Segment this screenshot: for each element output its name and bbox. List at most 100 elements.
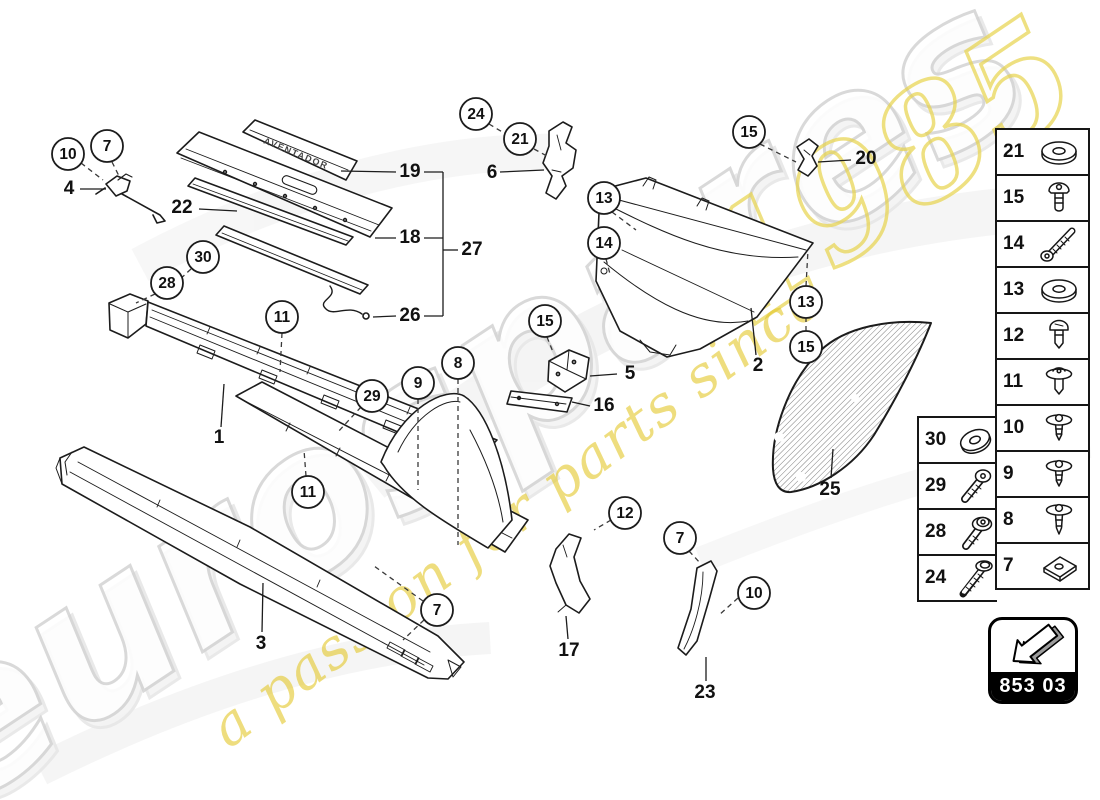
fastener-cell-28[interactable]: 28 [917, 508, 997, 556]
callout-circle [90, 129, 124, 163]
callout-leader-line [303, 449, 307, 477]
part-label-6[interactable]: 6 [487, 162, 498, 183]
fastener-cell-7[interactable]: 7 [995, 542, 1090, 590]
label-leader-line [499, 169, 545, 173]
push-rivet-icon [1030, 407, 1087, 449]
callout-circle [608, 496, 642, 530]
fastener-table-left-column: 30 29 28 24 [917, 416, 997, 602]
label-leader-line [261, 582, 264, 633]
fastener-number: 10 [1003, 417, 1025, 438]
part-label-20[interactable]: 20 [855, 148, 876, 169]
diagram-code: 853 03 [991, 672, 1075, 701]
part-label-18[interactable]: 18 [399, 227, 420, 248]
callout-circle [528, 304, 562, 338]
fastener-cell-10[interactable]: 10 [995, 404, 1090, 452]
callout-leader-line [402, 619, 425, 641]
fastener-cell-12[interactable]: 12 [995, 312, 1090, 360]
callout-21[interactable]: 21 [503, 122, 537, 156]
callout-number: 21 [511, 131, 529, 148]
callout-leader-line [336, 406, 362, 434]
part-label-17[interactable]: 17 [558, 640, 579, 661]
fastener-cell-8[interactable]: 8 [995, 496, 1090, 544]
part-label-26[interactable]: 26 [399, 305, 420, 326]
callout-number: 7 [433, 602, 442, 619]
callout-12[interactable]: 12 [608, 496, 642, 530]
part-label-23[interactable]: 23 [694, 682, 715, 703]
fastener-cell-15[interactable]: 15 [995, 174, 1090, 222]
callout-15[interactable]: 15 [789, 330, 823, 364]
callout-number: 15 [536, 313, 554, 330]
part-label-25[interactable]: 25 [819, 479, 841, 500]
callout-circle [441, 346, 475, 380]
diagram-code-box[interactable]: 853 03 [988, 617, 1078, 704]
screw-pan-icon [952, 465, 998, 507]
part-label-1[interactable]: 1 [214, 427, 225, 448]
fastener-number: 29 [925, 475, 947, 496]
callout-30[interactable]: 30 [186, 240, 220, 274]
fastener-table-right-column: 21 15 14 13 12 11 10 9 8 7 [995, 128, 1090, 590]
part-23-trim-strip-drawing [677, 560, 718, 656]
part-label-19[interactable]: 19 [399, 161, 420, 182]
part-label-16[interactable]: 16 [593, 395, 614, 416]
fastener-cell-24[interactable]: 24 [917, 554, 997, 602]
callout-7[interactable]: 7 [420, 593, 454, 627]
callout-9[interactable]: 9 [401, 366, 435, 400]
fastener-number: 21 [1003, 141, 1025, 162]
part-label-3[interactable]: 3 [256, 633, 267, 654]
callout-8[interactable]: 8 [441, 346, 475, 380]
callout-leader-line [605, 258, 611, 275]
callout-7[interactable]: 7 [90, 129, 124, 163]
fastener-cell-29[interactable]: 29 [917, 462, 997, 510]
callout-number: 30 [194, 249, 211, 266]
wheel-arch-extension-drawing [380, 392, 513, 549]
part-label-5[interactable]: 5 [625, 363, 636, 384]
clip-nut-icon [1030, 545, 1087, 587]
callout-leader-line [279, 332, 283, 373]
rivet-dome-icon [1030, 315, 1087, 357]
callout-circle [459, 97, 493, 131]
callout-28[interactable]: 28 [150, 266, 184, 300]
callout-circle [789, 330, 823, 364]
fastener-cell-30[interactable]: 30 [917, 416, 997, 464]
callout-leader-line [611, 211, 637, 231]
fastener-cell-9[interactable]: 9 [995, 450, 1090, 498]
callout-circle [420, 593, 454, 627]
label-leader-line [830, 448, 834, 479]
part-label-4[interactable]: 4 [64, 178, 75, 199]
callout-number: 29 [363, 388, 381, 405]
callout-number: 24 [467, 106, 485, 123]
callout-13[interactable]: 13 [587, 181, 621, 215]
callout-leader-line [135, 293, 156, 304]
part-label-27[interactable]: 27 [461, 239, 482, 260]
part-17-bracket-drawing [549, 533, 591, 614]
callout-24[interactable]: 24 [459, 97, 493, 131]
callout-circle [186, 240, 220, 274]
callout-leader-line [717, 597, 739, 617]
callout-10[interactable]: 10 [737, 576, 771, 610]
callout-14[interactable]: 14 [587, 226, 621, 260]
fastener-number: 13 [1003, 279, 1025, 300]
callout-10[interactable]: 10 [51, 137, 85, 171]
fastener-number: 28 [925, 521, 947, 542]
fastener-cell-21[interactable]: 21 [995, 128, 1090, 176]
callout-11[interactable]: 11 [291, 475, 325, 509]
callout-leader-line [759, 143, 797, 163]
screw-long-icon [952, 557, 998, 599]
fastener-cell-11[interactable]: 11 [995, 358, 1090, 406]
callout-13[interactable]: 13 [789, 285, 823, 319]
callout-15[interactable]: 15 [528, 304, 562, 338]
callout-29[interactable]: 29 [355, 379, 389, 413]
callout-number: 10 [59, 146, 76, 163]
part-label-22[interactable]: 22 [171, 197, 192, 218]
callout-11[interactable]: 11 [265, 300, 299, 334]
fastener-cell-14[interactable]: 14 [995, 220, 1090, 268]
label-leader-line [220, 383, 225, 428]
callout-7[interactable]: 7 [663, 521, 697, 555]
callout-circle [503, 122, 537, 156]
callout-15[interactable]: 15 [732, 115, 766, 149]
part-label-2[interactable]: 2 [753, 355, 764, 376]
fastener-cell-13[interactable]: 13 [995, 266, 1090, 314]
part-22-strip-drawing [187, 177, 354, 246]
